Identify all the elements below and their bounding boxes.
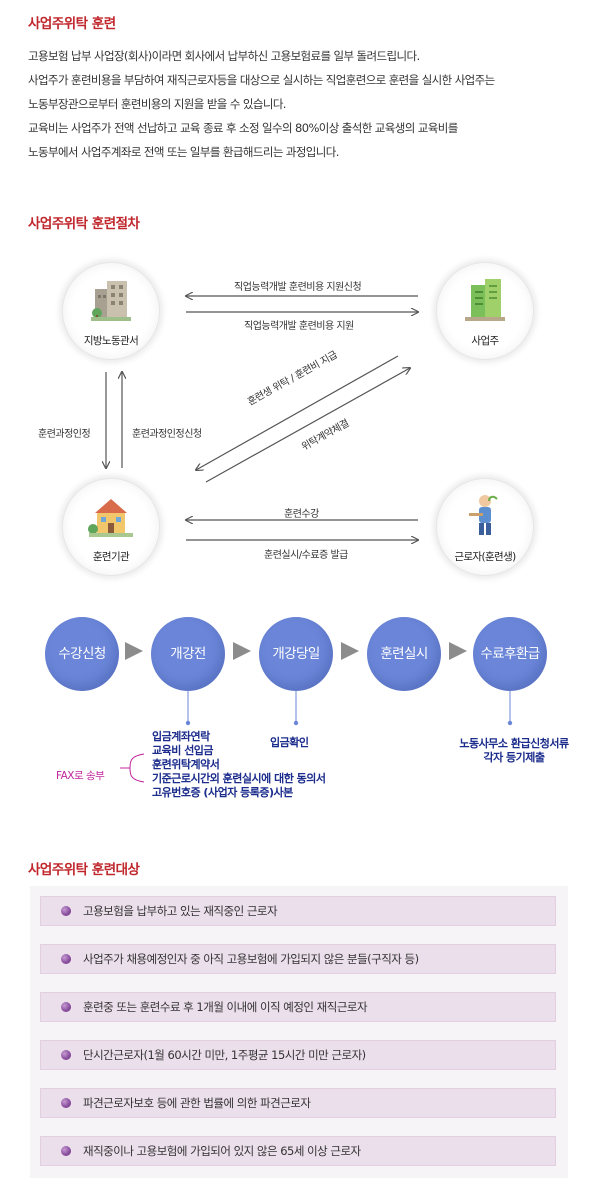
company-building-icon: [465, 279, 505, 321]
section-title-target: 사업주위탁 훈련대상: [28, 862, 140, 878]
flow-label-course-approval: 훈련과정인정: [38, 429, 91, 440]
step-refund: 수료후환급: [473, 617, 547, 691]
intro-paragraph: 고용보험 납부 사업장(회사)이라면 회사에서 납부하신 고용보험료를 일부 돌…: [28, 44, 598, 164]
node-label: 훈련기관: [92, 551, 130, 563]
flow-label-training-certificate: 훈련실시/수료증 발급: [264, 550, 348, 561]
procedure-arrows: [0, 0, 614, 600]
target-item: 단시간근로자(1월 60시간 미만, 1주평균 15시간 미만 근로자): [40, 1040, 556, 1070]
intro-line: 노동부에서 사업주계좌로 전액 또는 일부를 환급해드리는 과정입니다.: [28, 145, 339, 159]
intro-line: 노동부장관으로부터 훈련비용의 지원을 받을 수 있습니다.: [28, 97, 286, 111]
arrow-org-to-employer: [205, 368, 410, 483]
fax-label: FAX로 송부: [56, 770, 105, 782]
bullet-icon: [61, 1002, 71, 1012]
section-title-consignment-training: 사업주위탁 훈련: [28, 16, 116, 32]
office-building-icon: [91, 281, 131, 321]
node-employer: 사업주: [436, 262, 534, 360]
chevron-right-icon: [449, 642, 467, 660]
worker-person-icon: [469, 495, 498, 535]
step2-notes: 입금계좌연락 교육비 선입금 훈련위탁계약서 기준근로시간외 훈련실시에 대한 …: [152, 730, 326, 800]
chevron-right-icon: [233, 642, 251, 660]
bullet-icon: [61, 1098, 71, 1108]
note-item: 입금계좌연락: [152, 730, 210, 743]
step3-notes: 입금확인: [270, 736, 309, 750]
step-before-start: 개강전: [151, 617, 225, 691]
step-connectors: [120, 690, 513, 783]
note-item: 입금확인: [270, 736, 309, 749]
flow-label-funding-support: 직업능력개발 훈련비용 지원: [244, 321, 354, 332]
arrow-employer-to-org: [196, 355, 399, 470]
note-item: 노동사무소 환급신청서류: [459, 737, 569, 750]
bullet-icon: [61, 1050, 71, 1060]
bullet-icon: [61, 906, 71, 916]
note-item: 훈련위탁계약서: [152, 758, 220, 771]
target-item-text: 사업주가 채용예정인자 중 아직 고용보험에 가입되지 않은 분들(구직자 등): [83, 952, 419, 966]
chevron-right-icon: [125, 642, 143, 660]
flow-label-funding-request: 직업능력개발 훈련비용 지원신청: [234, 282, 362, 293]
step5-notes: 노동사무소 환급신청서류 각자 등기제출: [450, 737, 578, 765]
target-item-text: 고용보험을 납부하고 있는 재직중인 근로자: [83, 904, 278, 918]
target-item: 사업주가 채용예정인자 중 아직 고용보험에 가입되지 않은 분들(구직자 등): [40, 944, 556, 974]
step-opening-day: 개강당일: [259, 617, 333, 691]
target-item: 고용보험을 납부하고 있는 재직중인 근로자: [40, 896, 556, 926]
note-item: 교육비 선입금: [152, 744, 214, 757]
target-item-text: 재직중이나 고용보험에 가입되어 있지 않은 65세 이상 근로자: [83, 1144, 361, 1158]
target-item-text: 파견근로자보호 등에 관한 법률에 의한 파견근로자: [83, 1096, 311, 1110]
intro-line: 교육비는 사업주가 전액 선납하고 교육 종료 후 소정 일수의 80%이상 출…: [28, 121, 458, 135]
note-item: 기준근로시간외 훈련실시에 대한 동의서: [152, 772, 326, 785]
flow-label-attendance: 훈련수강: [284, 509, 319, 520]
note-item: 각자 등기제출: [483, 751, 545, 764]
node-label: 근로자(훈련생): [454, 551, 516, 563]
node-worker: 근로자(훈련생): [436, 478, 534, 576]
step-enrollment: 수강신청: [45, 617, 119, 691]
step-training: 훈련실시: [367, 617, 441, 691]
intro-line: 고용보험 납부 사업장(회사)이라면 회사에서 납부하신 고용보험료를 일부 돌…: [28, 49, 420, 63]
chevron-right-icon: [341, 642, 359, 660]
node-labor-office: 지방노동관서: [62, 262, 160, 360]
node-label: 사업주: [471, 335, 499, 347]
target-list-box: [30, 886, 568, 1178]
node-label: 지방노동관서: [83, 335, 139, 347]
target-item: 훈련중 또는 훈련수료 후 1개월 이내에 이직 예정인 재직근로자: [40, 992, 556, 1022]
target-item: 재직중이나 고용보험에 가입되어 있지 않은 65세 이상 근로자: [40, 1136, 556, 1166]
bullet-icon: [61, 1146, 71, 1156]
target-item-text: 훈련중 또는 훈련수료 후 1개월 이내에 이직 예정인 재직근로자: [83, 1000, 368, 1014]
bullet-icon: [61, 954, 71, 964]
target-item-text: 단시간근로자(1월 60시간 미만, 1주평균 15시간 미만 근로자): [83, 1048, 366, 1062]
node-training-org: 훈련기관: [62, 478, 160, 576]
intro-line: 사업주가 훈련비용을 부담하여 재직근로자등을 대상으로 실시하는 직업훈련으로…: [28, 73, 495, 87]
school-building-icon: [88, 499, 133, 537]
note-item: 고유번호증 (사업자 등록증)사본: [152, 786, 293, 799]
target-item: 파견근로자보호 등에 관한 법률에 의한 파견근로자: [40, 1088, 556, 1118]
section-title-procedure: 사업주위탁 훈련절차: [28, 216, 140, 232]
flow-label-course-approval-request: 훈련과정인정신청: [132, 429, 202, 440]
